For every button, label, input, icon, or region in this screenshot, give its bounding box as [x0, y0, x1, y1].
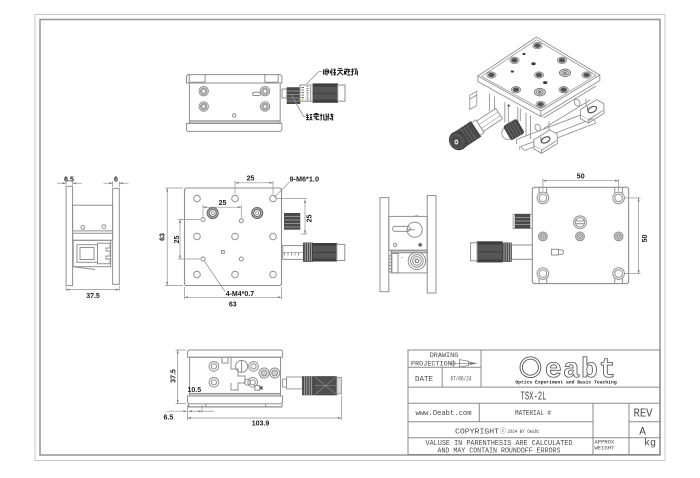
svg-text:6.5: 6.5: [164, 414, 174, 421]
svg-text:9-M6*1.0: 9-M6*1.0: [290, 176, 320, 183]
svg-text:DATE: DATE: [415, 376, 434, 384]
svg-text:37.5: 37.5: [86, 293, 100, 300]
svg-text:37.5: 37.5: [170, 369, 177, 383]
svg-text:VALUSE IN PARENTHESIS ARE CALC: VALUSE IN PARENTHESIS ARE CALCULATED: [426, 440, 573, 448]
svg-text:63: 63: [160, 233, 167, 241]
svg-text:TSX-2L: TSX-2L: [521, 390, 547, 404]
svg-text:2024 BY Oeabt: 2024 BY Oeabt: [508, 429, 540, 435]
svg-text:WEIGHT: WEIGHT: [595, 445, 616, 452]
svg-text:6.5: 6.5: [64, 177, 74, 184]
svg-text:APPROX: APPROX: [595, 439, 616, 446]
svg-text:AND MAY CONTAIN ROUNDOFF ERROR: AND MAY CONTAIN ROUNDOFF ERRORS: [438, 448, 561, 456]
svg-text:25: 25: [174, 236, 181, 244]
svg-text:25: 25: [307, 215, 314, 223]
svg-text:PROJECTION: PROJECTION: [411, 361, 452, 369]
svg-text:63: 63: [229, 302, 237, 309]
svg-text:50: 50: [577, 174, 585, 181]
svg-text:REV: REV: [634, 407, 654, 421]
svg-text:COPYRIGHT: COPYRIGHT: [455, 429, 500, 437]
svg-text:4-M4*0.7: 4-M4*0.7: [226, 291, 255, 298]
svg-text:kg: kg: [644, 438, 656, 450]
svg-text:50: 50: [642, 235, 649, 243]
svg-text:DRAWING: DRAWING: [430, 352, 459, 360]
svg-text:ⓒ: ⓒ: [500, 427, 506, 435]
svg-text:6: 6: [114, 177, 118, 184]
svg-text:eabt: eabt: [545, 355, 617, 386]
svg-text:MATERIAL #: MATERIAL #: [515, 410, 552, 418]
svg-text:10.5: 10.5: [188, 387, 202, 394]
svg-text:25: 25: [219, 200, 227, 207]
svg-text:07/06/24: 07/06/24: [451, 376, 472, 383]
svg-text:103.9: 103.9: [252, 421, 270, 428]
svg-text:A: A: [639, 427, 646, 439]
svg-text:Optics Experiment and Basic Te: Optics Experiment and Basic Teaching: [515, 379, 616, 385]
svg-text:www.Oeabt.com: www.Oeabt.com: [415, 410, 471, 418]
svg-text:25: 25: [247, 175, 255, 182]
